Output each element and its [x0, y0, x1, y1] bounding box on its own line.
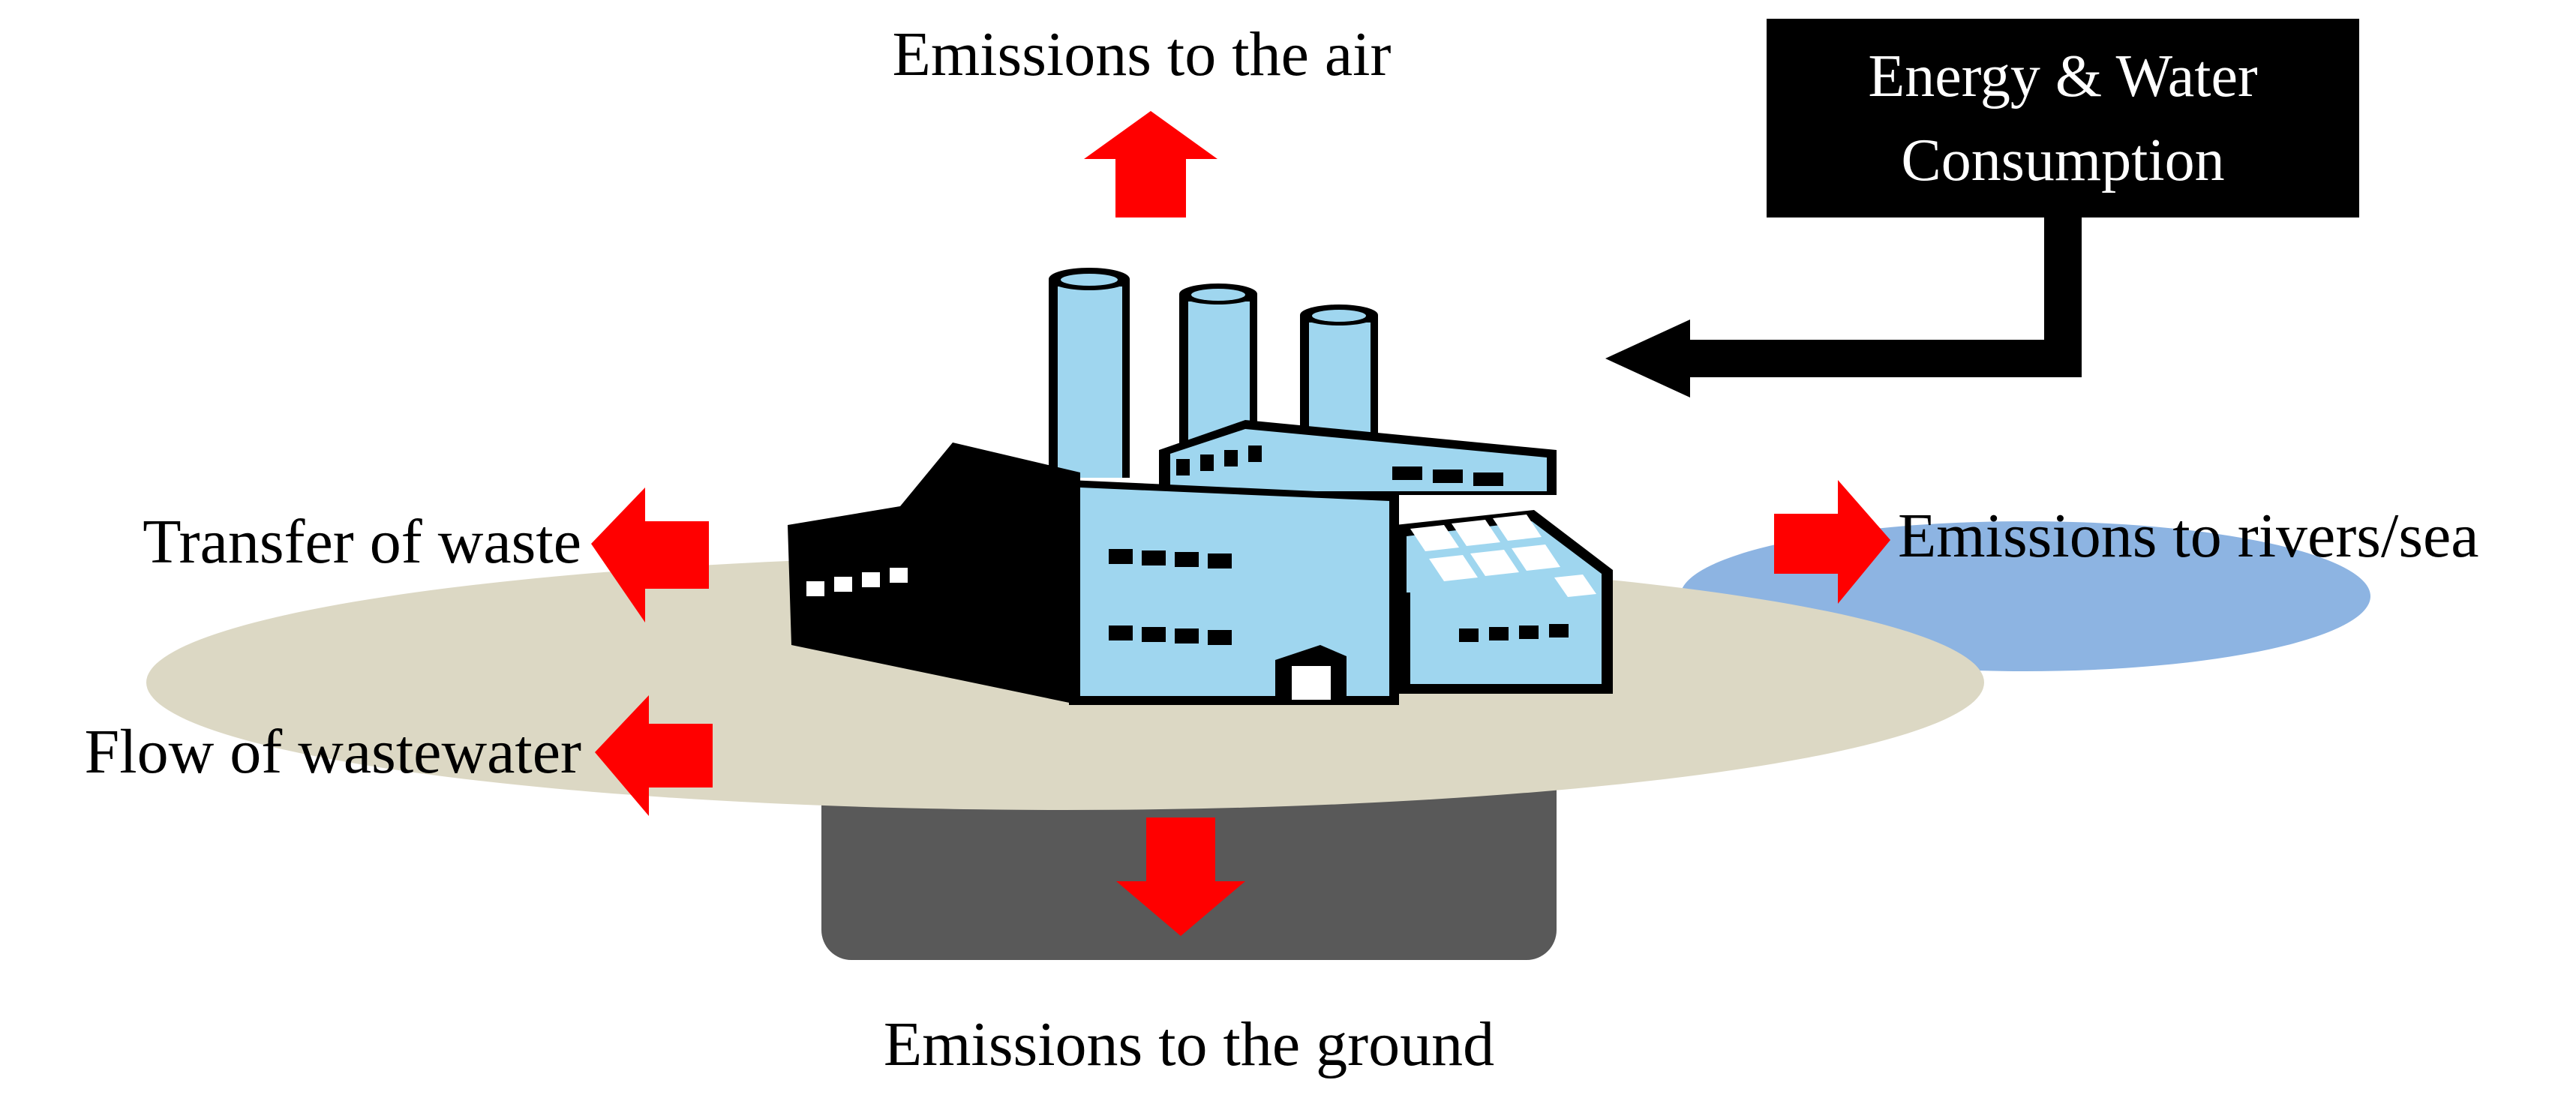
arrow-left-waste-icon: [591, 488, 709, 622]
arrow-down-ground-icon: [1116, 818, 1245, 936]
main-windows: [1109, 549, 1232, 645]
right-windows: [1459, 624, 1569, 642]
arrow-right-rivers-icon: [1774, 480, 1890, 604]
arrow-up-air-icon: [1084, 111, 1217, 218]
left-wing-windows: [806, 568, 908, 596]
left-wing: [788, 442, 1080, 705]
energy-arrow-icon: [1605, 218, 2082, 398]
label-transfer-waste: Transfer of waste: [143, 507, 581, 577]
label-emissions-air: Emissions to the air: [893, 20, 1392, 89]
energy-label-line2: Consumption: [1901, 128, 2224, 194]
chimney-1: [1049, 268, 1130, 478]
energy-water-box: Energy & Water Consumption: [1767, 19, 2359, 218]
energy-label-line1: Energy & Water: [1868, 44, 2257, 110]
main-wall: [1080, 488, 1389, 696]
arrow-left-wastewater-icon: [595, 695, 713, 816]
factory-icon: [788, 268, 1613, 705]
label-emissions-ground: Emissions to the ground: [884, 1010, 1494, 1079]
label-flow-wastewater: Flow of wastewater: [85, 717, 582, 787]
skylight-windows: [1410, 514, 1596, 597]
upper-windows: [1176, 446, 1503, 486]
label-emissions-rivers: Emissions to rivers/sea: [1898, 501, 2479, 571]
